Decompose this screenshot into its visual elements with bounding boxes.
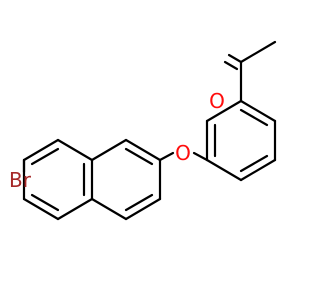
bond [192,151,209,162]
bond [124,197,162,221]
chemical-structure-diagram: O O Br [9,40,277,221]
aromatic-inner-bond [124,147,154,166]
bond [239,40,277,64]
bond [90,138,128,162]
carbonyl-oxygen-label: O [209,89,225,113]
aromatic-inner-bond [30,147,60,166]
bond [239,99,277,123]
aromatic-inner-bond [124,193,154,212]
bond [205,158,243,182]
bond [239,158,277,182]
bond [56,197,94,221]
acetyl-group [223,40,277,103]
bond [56,138,94,162]
bromine-label: Br [9,168,32,192]
bond [22,197,60,221]
naphthalene-ring-system [22,138,162,221]
bond [22,138,60,162]
aromatic-inner-bond [239,108,269,127]
ether-linkage [158,151,209,162]
phenyl-ring [205,99,277,182]
aromatic-inner-bond [239,154,269,173]
bond [158,151,175,162]
carbonyl-bond [223,60,239,71]
bond [90,197,128,221]
ether-oxygen-label: O [175,141,191,165]
bond [205,99,243,123]
bond [124,138,162,162]
carbonyl-bond [227,53,243,64]
aromatic-inner-bond [30,193,60,212]
